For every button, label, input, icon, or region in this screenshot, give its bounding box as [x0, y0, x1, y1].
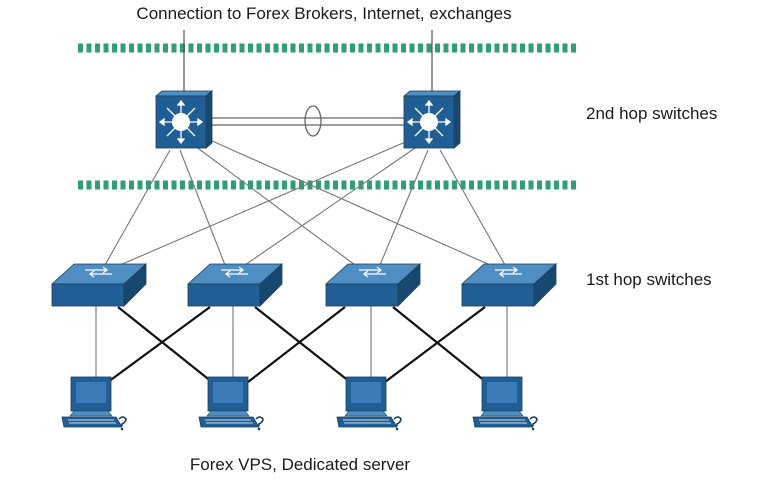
- first-hop-label: 1st hop switches: [586, 270, 712, 289]
- access-switch-4: [460, 263, 558, 307]
- redundant-cross-links: [107, 306, 487, 383]
- core-switch-1: [154, 90, 214, 149]
- link-aggregation-ellipse: [304, 105, 322, 137]
- servers-label: Forex VPS, Dedicated server: [189, 455, 411, 474]
- core-switch-2: [402, 90, 462, 149]
- access-switch-3: [324, 263, 422, 307]
- access-switch-2: [186, 263, 284, 307]
- core-access-links: [104, 139, 506, 266]
- external-connections-label: Connection to Forex Brokers, Internet, e…: [136, 4, 512, 23]
- server-3: [336, 376, 402, 431]
- server-1: [61, 376, 127, 431]
- access-switch-1: [50, 263, 148, 307]
- server-2: [198, 376, 264, 431]
- access-server-links: [95, 304, 508, 377]
- second-hop-label: 2nd hop switches: [586, 104, 718, 123]
- server-4: [472, 376, 538, 431]
